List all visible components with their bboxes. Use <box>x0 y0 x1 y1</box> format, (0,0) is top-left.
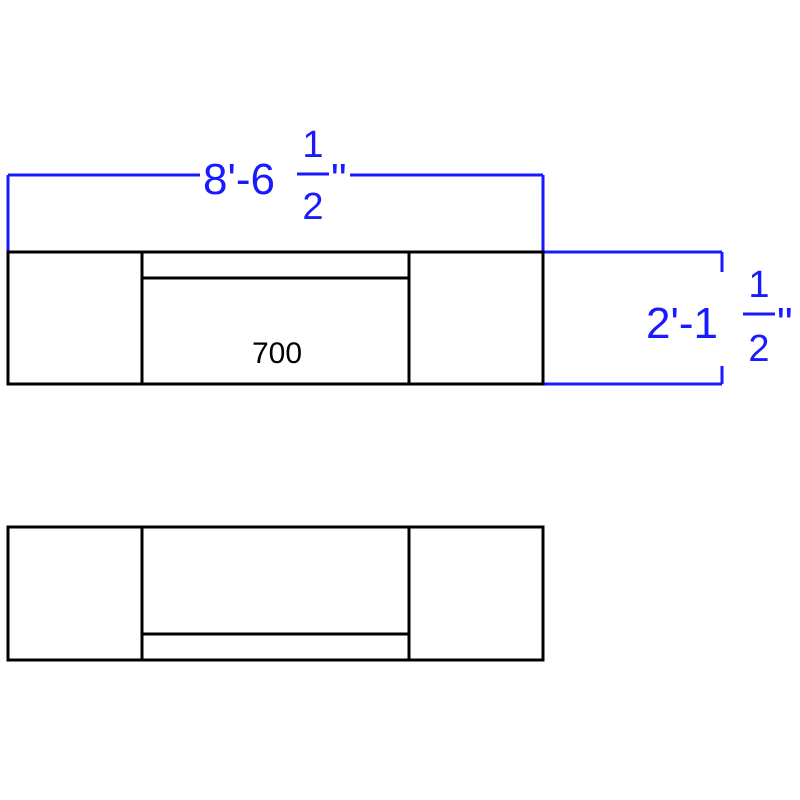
width-dimension-text: 8'-6 1 2 " <box>203 124 347 228</box>
width-dimension-inch-mark: " <box>331 155 347 204</box>
top-view-label: 700 <box>252 337 302 370</box>
width-dimension-numerator: 1 <box>302 124 323 166</box>
front-view <box>6 525 545 662</box>
width-dimension-denominator: 2 <box>302 186 323 228</box>
front-view-outline <box>6 525 545 662</box>
top-view <box>6 250 545 386</box>
depth-dimension-text: 2'-1 1 2 " <box>646 264 793 370</box>
depth-dimension-numerator: 1 <box>748 264 769 306</box>
depth-dimension-whole: 2'-1 <box>646 299 718 348</box>
depth-dimension-inch-mark: " <box>777 299 793 348</box>
width-dimension-whole: 8'-6 <box>203 155 275 204</box>
top-view-outline <box>6 250 545 386</box>
depth-dimension-denominator: 2 <box>748 328 769 370</box>
width-dimension <box>6 173 545 252</box>
depth-dimension <box>543 250 724 386</box>
